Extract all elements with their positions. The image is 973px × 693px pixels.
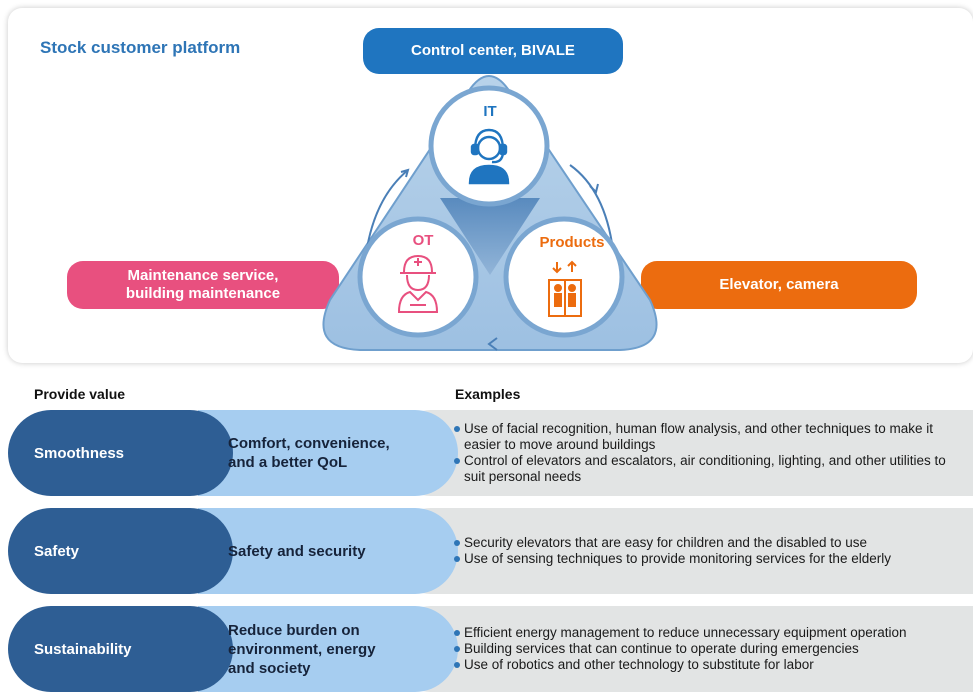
hardhat-worker-icon	[397, 254, 439, 313]
example-item: Use of facial recognition, human flow an…	[454, 421, 969, 453]
value-benefit: Safety and security	[228, 508, 448, 594]
examples-list: Efficient energy management to reduce un…	[454, 606, 969, 692]
ot-circle	[357, 216, 479, 338]
value-benefit: Comfort, convenience, and a better QoL	[228, 410, 448, 496]
value-band	[8, 410, 233, 496]
it-circle	[428, 85, 550, 207]
value-benefit: Reduce burden on environment, energy and…	[228, 606, 448, 692]
benefit-band	[198, 410, 458, 496]
products-label: Products	[539, 234, 605, 251]
benefit-line: Comfort, convenience,	[228, 435, 390, 452]
example-item: Building services that can continue to o…	[454, 641, 969, 657]
value-name: Safety	[34, 542, 80, 560]
maintenance-line-1: Maintenance service,	[127, 267, 279, 284]
value-band	[8, 508, 233, 594]
benefit-line: and a better QoL	[228, 454, 348, 471]
ot-label: OT	[412, 232, 434, 249]
benefit-line: Safety and security	[228, 542, 366, 560]
example-item: Security elevators that are easy for chi…	[454, 535, 969, 551]
elevator-icon	[548, 260, 582, 317]
overlap-region	[440, 198, 540, 275]
benefit-line: environment, energy	[228, 640, 376, 658]
value-name: Smoothness	[34, 444, 125, 462]
value-row-sustainability: Sustainability Reduce burden on environm…	[8, 606, 973, 692]
benefit-line: Reduce burden on	[228, 621, 360, 639]
value-band	[8, 606, 233, 692]
maintenance-line-2: building maintenance	[125, 285, 281, 302]
example-item: Use of sensing techniques to provide mon…	[454, 551, 969, 567]
example-item: Use of robotics and other technology to …	[454, 657, 969, 673]
examples-header: Examples	[455, 386, 521, 402]
example-item: Control of elevators and escalators, air…	[454, 453, 969, 485]
control-center-pill: Control center, BIVALE	[363, 28, 623, 74]
elevator-camera-pill: Elevator, camera	[641, 261, 917, 309]
value-row-smoothness: Smoothness Comfort, convenience, and a b…	[8, 410, 973, 496]
benefit-band	[198, 508, 458, 594]
example-item: Efficient energy management to reduce un…	[454, 625, 969, 641]
examples-band	[388, 508, 973, 594]
examples-band	[388, 606, 973, 692]
value-row-safety: Safety Safety and security Security elev…	[8, 508, 973, 594]
cycle-arrow-right	[569, 164, 614, 251]
examples-band	[388, 410, 973, 496]
provide-value-header: Provide value	[34, 386, 126, 402]
headset-operator-icon	[468, 128, 510, 185]
examples-list: Use of facial recognition, human flow an…	[454, 410, 969, 496]
maintenance-pill-text: Maintenance service, building maintenanc…	[126, 267, 280, 303]
arrow-head-right	[589, 183, 599, 194]
benefit-band	[198, 606, 458, 692]
maintenance-pill: Maintenance service, building maintenanc…	[67, 261, 339, 309]
value-name: Sustainability	[34, 640, 132, 658]
products-circle	[503, 216, 625, 338]
arrow-head-left	[400, 168, 410, 178]
it-label: IT	[483, 103, 497, 120]
benefit-line: and society	[228, 659, 311, 677]
arrow-head-bottom	[487, 337, 498, 351]
examples-list: Security elevators that are easy for chi…	[454, 508, 969, 594]
platform-title: Stock customer platform	[40, 38, 241, 57]
